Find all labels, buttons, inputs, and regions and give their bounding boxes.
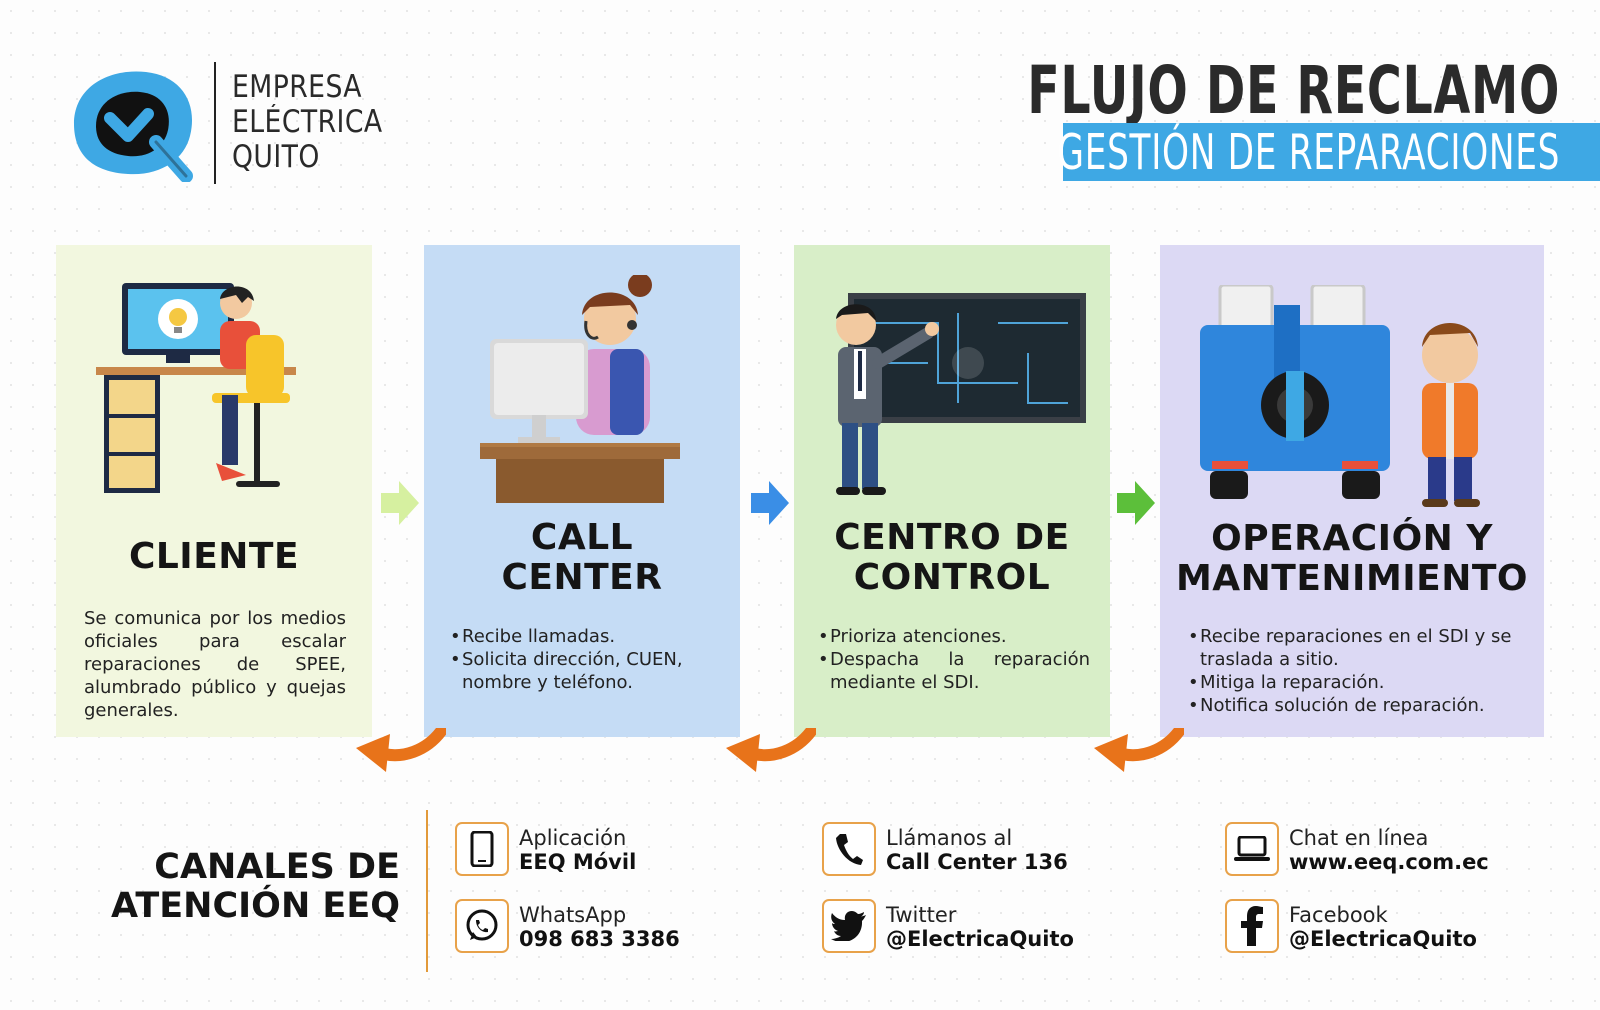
call-center-operator-illustration [480, 273, 690, 509]
channel-label: Aplicación [519, 826, 627, 850]
channel-value: 098 683 3386 [519, 927, 680, 951]
step-title-call-center-line-2: CENTER [501, 557, 663, 598]
eeq-logo-icon [62, 64, 200, 183]
channel-label: Llámanos al [886, 826, 1013, 850]
channel-label: Facebook [1289, 903, 1388, 927]
step-bullet: Notifica solución de reparación. [1188, 694, 1526, 717]
return-arrow-icon [1094, 724, 1186, 780]
step-bullets-operacion-mantenimiento: Recibe reparaciones en el SDI y se trasl… [1188, 625, 1526, 717]
channel-value: Call Center 136 [886, 850, 1068, 874]
logo-text-line-3: QUITO [232, 139, 320, 175]
channel-label: WhatsApp [519, 903, 627, 927]
channel-value: @ElectricaQuito [886, 927, 1074, 951]
logo-text-line-2: ELÉCTRICA [232, 104, 383, 140]
arrow-right-icon [381, 481, 419, 529]
step-bullet: Prioriza atenciones. [818, 625, 1090, 648]
facebook-icon [1225, 899, 1279, 953]
step-bullet: Recibe reparaciones en el SDI y se trasl… [1188, 625, 1526, 671]
step-bullets-centro-de-control: Prioriza atenciones. Despacha la reparac… [818, 625, 1090, 694]
arrow-right-icon [751, 481, 789, 529]
twitter-icon [822, 899, 876, 953]
channel-label: Twitter [886, 903, 957, 927]
step-title-centro-line-2: CONTROL [853, 557, 1051, 598]
channel-value: @ElectricaQuito [1289, 927, 1477, 951]
step-bullet: Solicita dirección, CUEN, nombre y teléf… [450, 648, 720, 694]
control-room-engineer-illustration [818, 293, 1088, 507]
smartphone-icon [455, 822, 509, 876]
channels-title: CANALES DE ATENCIÓN EEQ [110, 848, 400, 926]
step-card-operacion-mantenimiento: OPERACIÓN Y MANTENIMIENTO Recibe reparac… [1160, 245, 1544, 737]
channel-label: Chat en línea [1289, 826, 1429, 850]
page-subtitle: GESTIÓN DE REPARACIONES [1057, 124, 1560, 181]
step-bullet: Mitiga la reparación. [1188, 671, 1526, 694]
page-title: FLUJO DE RECLAMO [1027, 52, 1560, 129]
channel-value: www.eeq.com.ec [1289, 850, 1489, 874]
step-card-call-center: CALL CENTER Recibe llamadas. Solicita di… [424, 245, 740, 737]
arrow-right-icon [1117, 481, 1155, 529]
return-arrow-icon [726, 724, 818, 780]
utility-truck-technician-illustration [1200, 283, 1510, 519]
laptop-icon [1225, 822, 1279, 876]
step-bullets-call-center: Recibe llamadas. Solicita dirección, CUE… [450, 625, 720, 694]
step-bullet: Despacha la reparación mediante el SDI. [818, 648, 1090, 694]
return-arrow-icon [356, 724, 448, 780]
logo-divider [214, 62, 216, 184]
phone-icon [822, 822, 876, 876]
channel-value: EEQ Móvil [519, 850, 637, 874]
step-title-call-center-line-1: CALL [530, 517, 634, 558]
channels-title-line-2: ATENCIÓN EEQ [111, 886, 400, 926]
step-title-operacion-line-2: MANTENIMIENTO [1175, 558, 1529, 599]
logo-text-line-1: EMPRESA [232, 69, 362, 105]
step-text-cliente: Se comunica por los medios oficiales par… [84, 608, 346, 721]
step-card-cliente: CLIENTE Se comunica por los medios ofici… [56, 245, 372, 737]
step-title-operacion-line-1: OPERACIÓN Y [1211, 518, 1493, 559]
step-title-centro-line-1: CENTRO DE [834, 517, 1070, 558]
channels-title-line-1: CANALES DE [154, 847, 400, 887]
whatsapp-icon [455, 899, 509, 953]
step-title-cliente: CLIENTE [128, 536, 300, 577]
step-bullet: Recibe llamadas. [450, 625, 720, 648]
channels-divider [426, 810, 428, 972]
step-card-centro-de-control: CENTRO DE CONTROL Prioriza atenciones. D… [794, 245, 1110, 737]
subtitle-band [1063, 123, 1600, 181]
person-at-computer-illustration [96, 275, 306, 499]
